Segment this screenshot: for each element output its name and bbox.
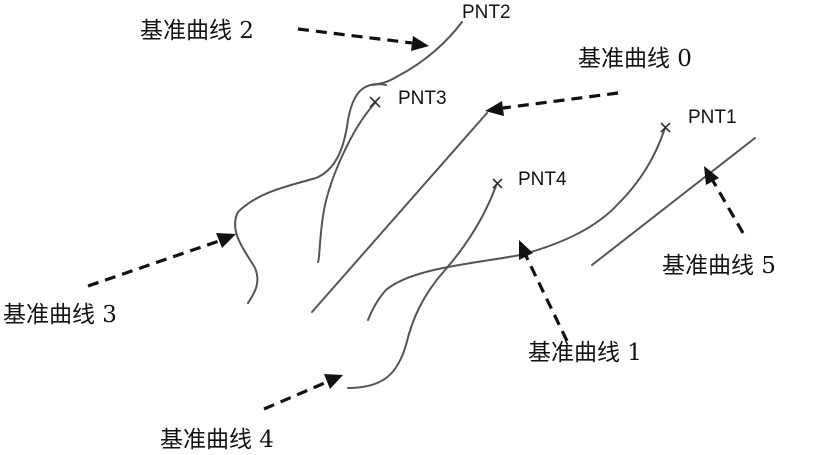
datum-curve-3 (234, 83, 387, 304)
leader-arrow-curve-0 (485, 91, 619, 116)
pnt3-label: PNT3 (398, 88, 447, 109)
pnt4-label: PNT4 (518, 169, 567, 190)
leader-arrow-curve-1 (519, 240, 569, 342)
datum-curve-4-label: 基准曲线 4 (160, 427, 274, 453)
datum-curve-2-label: 基准曲线 2 (140, 18, 254, 44)
datum-curve-1 (367, 127, 666, 321)
leader-arrow-curve-4 (263, 374, 343, 411)
datum-curve-5 (591, 137, 756, 266)
datum-curve-0 (311, 112, 488, 313)
datum-curve-2 (371, 21, 463, 86)
leader-arrow-curve-3 (87, 233, 236, 288)
pnt2-label: PNT2 (462, 2, 511, 23)
datum-curve-3-label: 基准曲线 3 (3, 302, 117, 328)
datum-curve-0-label: 基准曲线 0 (578, 46, 692, 72)
leader-arrow-curve-5 (704, 166, 745, 234)
pnt1-label: PNT1 (688, 107, 737, 128)
datum-curve-3b (317, 102, 376, 263)
datum-curve-1-label: 基准曲线 1 (528, 340, 642, 366)
datum-curve-4 (347, 185, 497, 389)
pnt1-marker (660, 122, 671, 133)
datum-curve-5-label: 基准曲线 5 (662, 253, 776, 279)
leader-arrow-curve-2 (297, 27, 429, 51)
pnt3-marker (369, 96, 381, 108)
pnt4-marker (492, 178, 503, 189)
